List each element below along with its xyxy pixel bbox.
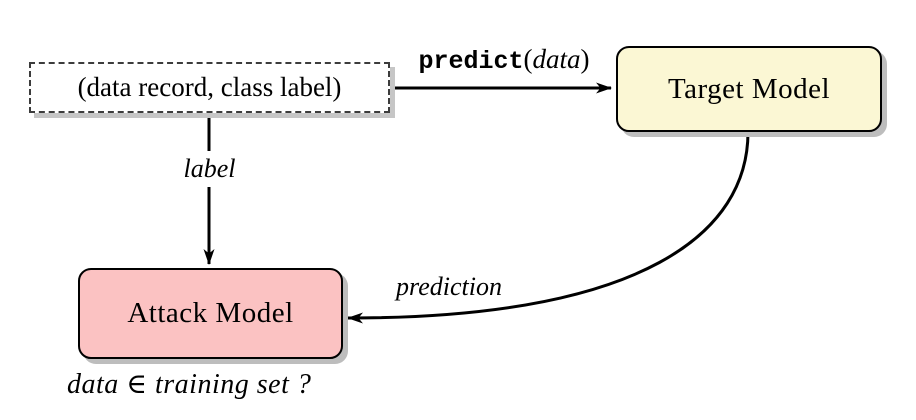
attack-model-label: Attack Model <box>127 297 294 329</box>
predict-edge-label: predict(data) <box>396 44 612 76</box>
label-edge-label: label <box>173 151 246 187</box>
target-model-label: Target Model <box>667 72 831 105</box>
predict-open-paren: ( <box>523 44 533 74</box>
membership-question-caption: data ∈ training set ? <box>67 369 312 400</box>
prediction-edge-label: prediction <box>396 272 502 301</box>
attack-model-node: Attack Model <box>78 268 343 359</box>
predict-function-text: predict <box>418 47 524 76</box>
predict-argument-text: data <box>532 44 581 74</box>
data-record-node: (data record, class label) <box>29 62 390 113</box>
data-record-label: (data record, class label) <box>77 72 342 102</box>
prediction-arrow <box>347 131 750 324</box>
predict-close-paren: ) <box>580 44 590 74</box>
target-model-node: Target Model <box>616 46 882 132</box>
